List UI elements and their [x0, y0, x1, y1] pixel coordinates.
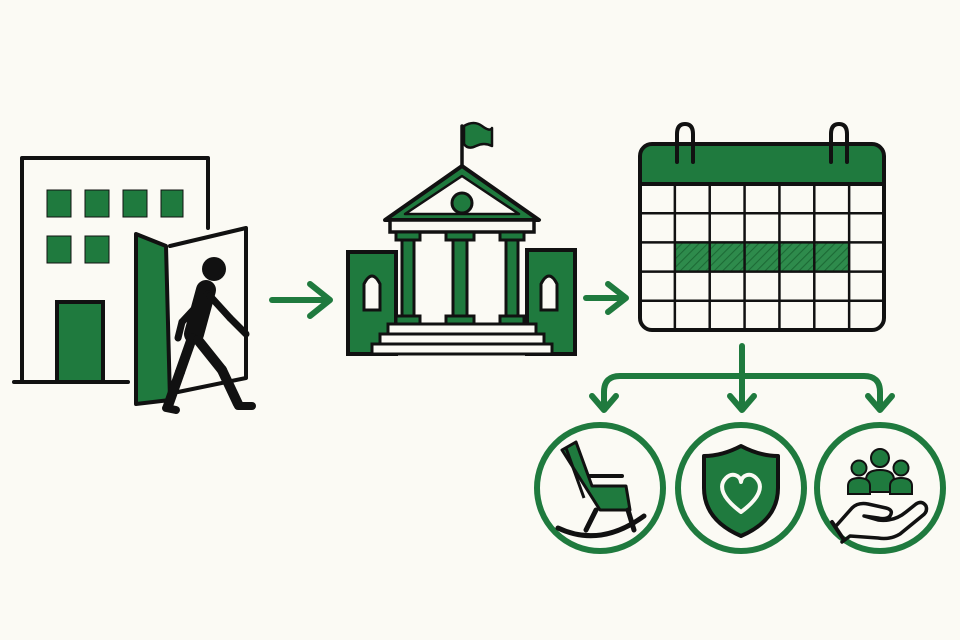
calendar-highlighted-day [779, 242, 815, 272]
open-door-frame [134, 232, 172, 406]
building-outline [20, 156, 210, 384]
office-building-leaving-icon [12, 156, 256, 414]
calendar-highlighted-day [814, 242, 850, 272]
building-entrance-door [55, 300, 105, 384]
right-wing-window [539, 274, 559, 312]
calendar-icon [638, 121, 886, 332]
building-windows [46, 189, 184, 264]
hand-supporting-people-icon [814, 422, 946, 554]
calendar-highlighted-week [674, 242, 850, 272]
rocking-chair-icon [534, 422, 666, 554]
calendar-header-band [640, 144, 884, 184]
arrow-right-icon [583, 281, 629, 315]
flag [462, 121, 494, 149]
calendar-highlighted-day [744, 242, 780, 272]
branch-connector [589, 343, 895, 413]
calendar-highlighted-day [674, 242, 710, 272]
pediment-emblem [450, 191, 474, 215]
walking-person-icon [162, 257, 256, 414]
calendar-rings [675, 121, 849, 164]
front-steps [370, 322, 554, 356]
entablature [388, 218, 536, 234]
calendar-grid [640, 184, 884, 330]
arrow-right-icon [269, 281, 333, 319]
shield-heart-icon [675, 422, 807, 554]
left-wing-window [362, 274, 382, 312]
columns [394, 230, 526, 326]
government-building-icon [346, 121, 577, 356]
open-door-panel [168, 226, 248, 394]
calendar-highlighted-day [709, 242, 745, 272]
calendar-outline [638, 142, 886, 332]
